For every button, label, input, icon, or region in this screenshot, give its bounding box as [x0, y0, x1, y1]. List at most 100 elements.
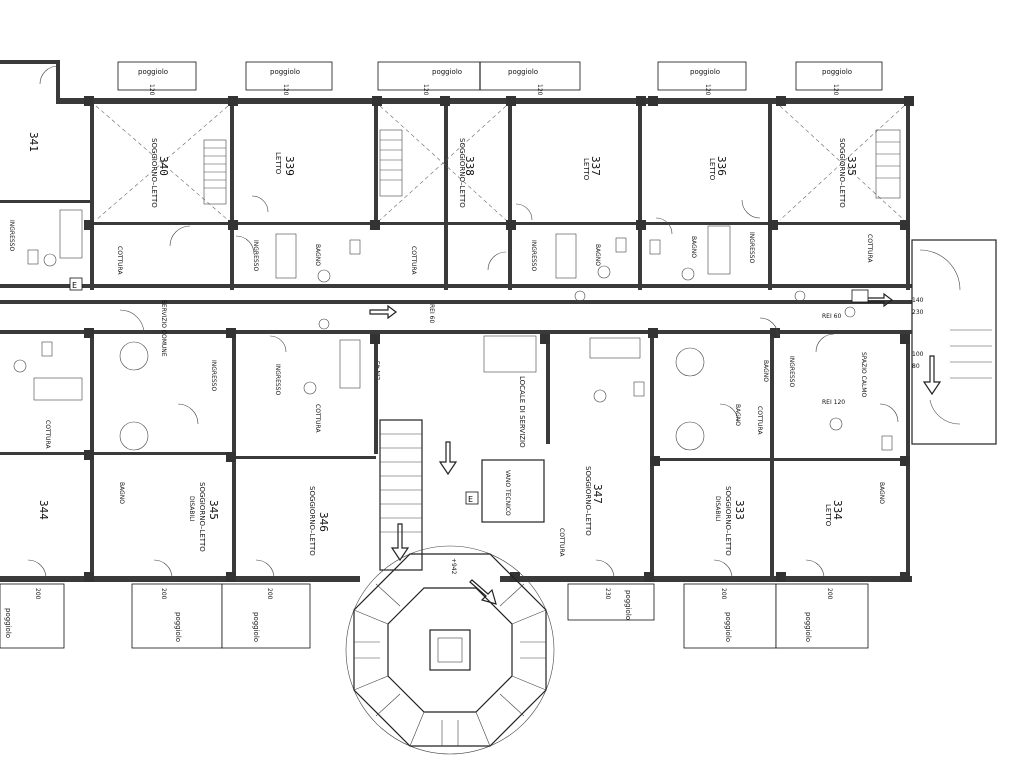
balcony-label: poggiolo — [690, 68, 720, 76]
elevator-marker: E — [468, 495, 473, 504]
bathroom-fixtures-top — [27, 195, 761, 283]
walls-top — [0, 96, 914, 304]
balcony-label: poggiolo — [432, 68, 462, 76]
balcony-label: poggiolo — [4, 608, 12, 638]
room-labels-top: SOGGIORNO–LETTO LETTO SOGGIORNO–LETTO LE… — [8, 138, 873, 275]
door-dim: 120 — [704, 84, 711, 96]
room-label: BAGNO — [762, 360, 769, 382]
room-label: LOCALE DI SERVIZIO — [518, 376, 526, 448]
door-dim: 120 — [422, 84, 429, 96]
room-label: COTTURA — [756, 406, 763, 435]
room-number: 337 — [589, 156, 602, 176]
balcony-label: poggiolo — [270, 68, 300, 76]
room-label: LETTO — [708, 158, 716, 181]
door-dim: 230 — [604, 588, 611, 600]
room-label: BAGNO — [690, 236, 697, 258]
room-label: BAGNO — [878, 482, 885, 504]
room-label: INGRESSO — [8, 220, 15, 251]
room-label: SOGGIORNO–LETTO — [198, 482, 206, 552]
central-core: E VANO TECNICO LOCALE DI SERVIZIO +942 — [379, 376, 545, 605]
note: REI 60 — [822, 313, 841, 320]
room-number: 340 — [157, 156, 170, 176]
room-label: SOGGIORNO–LETTO — [584, 466, 592, 536]
room-labels-bottom: SOGGIORNO–LETTO DISABILI SOGGIORNO–LETTO… — [44, 300, 885, 557]
room-number: 333 — [733, 500, 746, 520]
room-label: COTTURA — [558, 528, 565, 557]
room-number: 347 — [591, 484, 604, 504]
room-label: BAGNO — [734, 404, 741, 426]
balconies-top: poggiolo poggiolo poggiolo poggiolo pogg… — [117, 61, 883, 91]
room-number: 346 — [317, 512, 330, 532]
room-number: 336 — [715, 156, 728, 176]
door-dim: 120 — [282, 84, 289, 96]
note: REI 60 — [428, 304, 435, 323]
balcony-label: poggiolo — [724, 612, 732, 642]
balcony-label: poggiolo — [822, 68, 852, 76]
room-number: 334 — [831, 500, 844, 520]
room-number: 338 — [463, 156, 476, 176]
room-label: SPAZIO CALMO — [860, 352, 867, 397]
door-dim: 80 — [912, 363, 920, 370]
room-label: SOGGIORNO–LETTO — [150, 138, 158, 208]
balcony-label: poggiolo — [804, 612, 812, 642]
room-label: BAGNO — [594, 244, 601, 266]
room-label: COTTURA — [314, 404, 321, 433]
right-stair: 140 230 100 80 — [911, 239, 997, 445]
room-number: 341 — [27, 132, 40, 152]
room-label: SOGGIORNO–LETTO — [308, 486, 316, 556]
left-edge — [0, 60, 60, 104]
balcony-label: poggiolo — [138, 68, 168, 76]
room-label: INGRESSO — [748, 232, 755, 263]
balcony-label: poggiolo — [174, 612, 182, 642]
door-dims-top: 120 120 120 120 120 120 — [148, 84, 839, 96]
bathroom-fixtures-bottom — [13, 309, 899, 451]
room-diagonals-top — [95, 105, 905, 221]
room-label: INGRESSO — [530, 240, 537, 271]
room-label: COTTURA — [866, 234, 873, 263]
room-number: 339 — [283, 156, 296, 176]
room-label: LETTO — [582, 158, 590, 181]
room-label: INGRESSO — [252, 240, 259, 271]
balcony-label: poggiolo — [624, 590, 632, 620]
room-label: SOGGIORNO–LETTO — [724, 486, 732, 556]
room-label: COTTURA — [44, 420, 51, 449]
octagonal-stair-tower — [345, 545, 555, 755]
door-dim: 200 — [826, 588, 833, 600]
room-label: DISABILI — [714, 496, 721, 522]
door-dim: 200 — [720, 588, 727, 600]
room-label: COTTURA — [116, 246, 123, 275]
room-numbers-bottom: 344 345 346 347 333 334 — [37, 484, 844, 532]
room-label: DISABILI — [188, 496, 195, 522]
room-label: LETTO — [824, 504, 832, 527]
note: REI 120 — [822, 399, 845, 406]
door-dim: 230 — [912, 309, 924, 316]
room-label: LETTO — [274, 152, 282, 175]
door-dim: 200 — [34, 588, 41, 600]
balcony-label: poggiolo — [508, 68, 538, 76]
door-dim: 200 — [160, 588, 167, 600]
room-number: 345 — [207, 500, 220, 520]
door-dim: 120 — [148, 84, 155, 96]
room-label: SOGGIORNO–LETTO — [838, 138, 846, 208]
note: LIN 45 — [375, 361, 382, 380]
corridor: E REI 60 LIN 45 REI 60 — [69, 277, 893, 380]
door-dim: 200 — [266, 588, 273, 600]
unit-stairs — [203, 129, 901, 205]
door-dim: 140 — [912, 297, 924, 304]
balconies-bottom: poggiolo poggiolo poggiolo poggiolo pogg… — [0, 559, 869, 649]
door-dim: 120 — [832, 84, 839, 96]
room-number: 344 — [37, 500, 50, 520]
room-label: VANO TECNICO — [504, 470, 511, 516]
elevator-marker: E — [72, 281, 77, 290]
door-dim: 120 — [536, 84, 543, 96]
room-label: INGRESSO — [274, 364, 281, 395]
room-numbers-top: 341 340 339 338 337 336 335 — [27, 132, 858, 176]
room-label: BAGNO — [118, 482, 125, 504]
room-label: BAGNO — [314, 244, 321, 266]
room-label: INGRESSO — [210, 360, 217, 391]
room-label: COTTURA — [410, 246, 417, 275]
room-label: SERVIZIO COMUNE — [160, 300, 167, 357]
room-number: 335 — [845, 156, 858, 176]
walls-bottom — [0, 328, 912, 582]
